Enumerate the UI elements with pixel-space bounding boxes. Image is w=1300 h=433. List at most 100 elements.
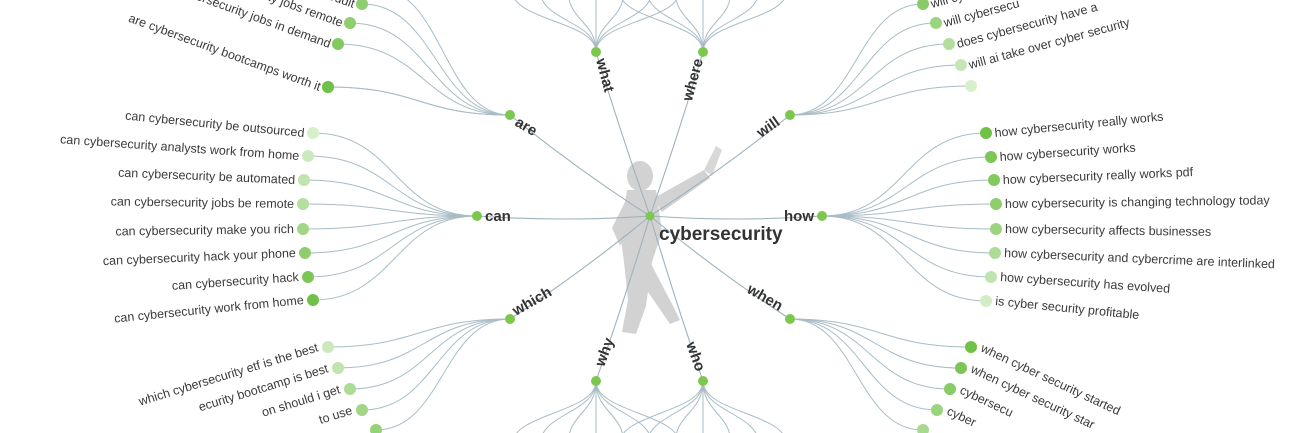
fan-link-why [516, 380, 597, 433]
leaf-label[interactable]: can cybersecurity jobs be remote [111, 194, 295, 211]
leaf-node[interactable] [965, 80, 977, 92]
fan-link-where [702, 0, 784, 53]
leaf-link [789, 318, 938, 411]
branch-node-are[interactable] [505, 110, 515, 120]
leaf-node[interactable] [980, 127, 992, 139]
fan-link-what [541, 0, 597, 53]
leaf-node[interactable] [332, 38, 344, 50]
branch-node-why[interactable] [591, 376, 601, 386]
branch-label-will: will [753, 113, 783, 141]
leaf-link [303, 179, 478, 217]
leaf-node[interactable] [302, 271, 314, 283]
leaf-node[interactable] [297, 223, 309, 235]
leaf-link [789, 43, 950, 116]
branch-node-when[interactable] [785, 314, 795, 324]
leaf-node[interactable] [990, 198, 1002, 210]
leaf-node[interactable] [307, 127, 319, 139]
branch-label-when: when [743, 280, 786, 314]
leaf-node[interactable] [322, 81, 334, 93]
leaf-node[interactable] [985, 271, 997, 283]
branch-node-who[interactable] [698, 376, 708, 386]
leaf-label[interactable]: can cybersecurity hack [171, 270, 300, 293]
branch-node-what[interactable] [591, 47, 601, 57]
leaf-label[interactable]: can cybersecurity be outsourced [125, 108, 306, 139]
leaf-link [361, 318, 511, 411]
leaf-node[interactable] [955, 362, 967, 374]
leaf-link [789, 85, 972, 116]
leaf-label[interactable]: is cyber security profitable [995, 294, 1140, 322]
leaf-node[interactable] [298, 174, 310, 186]
leaf-node[interactable] [955, 59, 967, 71]
fan-link-who [702, 380, 757, 433]
leaf-link [361, 3, 511, 116]
leaf-label[interactable]: how cybersecurity really works [994, 110, 1164, 140]
leaf-label[interactable]: can cybersecurity make you rich [115, 222, 294, 238]
fan-link-where [675, 0, 704, 53]
leaf-link [302, 203, 478, 217]
leaf-node[interactable] [985, 151, 997, 163]
fan-link-who [649, 380, 704, 433]
leaf-node[interactable] [322, 341, 334, 353]
leaf-node[interactable] [931, 404, 943, 416]
leaf-link [789, 318, 924, 431]
leaf-link [789, 318, 962, 369]
branch-node-will[interactable] [785, 110, 795, 120]
fan-link-why [595, 380, 623, 433]
leaf-node[interactable] [943, 38, 955, 50]
leaf-node[interactable] [989, 247, 1001, 259]
leaf-link [327, 86, 511, 116]
branch-node-where[interactable] [698, 47, 708, 57]
leaf-node[interactable] [344, 17, 356, 29]
trunk-link-what [595, 51, 651, 217]
leaf-node[interactable] [917, 424, 929, 433]
leaf-label[interactable]: cyber [945, 404, 979, 430]
leaf-node[interactable] [988, 174, 1000, 186]
leaf-link [821, 215, 996, 254]
fan-link-who [702, 380, 730, 433]
leaf-label[interactable]: how cybersecurity works [999, 141, 1136, 164]
leaf-label[interactable]: how cybersecurity and cybercrime are int… [1004, 246, 1275, 271]
leaf-label[interactable]: can cybersecurity hack your phone [103, 246, 297, 268]
branch-label-can: can [485, 208, 511, 225]
leaf-node[interactable] [302, 150, 314, 162]
fan-link-what [595, 0, 651, 53]
branch-label-where: where [679, 57, 707, 104]
leaf-label[interactable]: how cybersecurity is changing technology… [1005, 193, 1271, 211]
leaf-node[interactable] [370, 424, 382, 433]
leaf-node[interactable] [332, 362, 344, 374]
leaf-node[interactable] [344, 383, 356, 395]
leaf-link [375, 318, 511, 431]
leaf-label[interactable]: how cybersecurity has evolved [1000, 270, 1171, 296]
leaf-node[interactable] [990, 223, 1002, 235]
leaf-label[interactable]: to use [317, 403, 354, 426]
branch-node-how[interactable] [817, 211, 827, 221]
root-node-dot [645, 211, 655, 221]
branch-node-can[interactable] [472, 211, 482, 221]
leaf-label[interactable]: how cybersecurity affects businesses [1005, 222, 1211, 239]
leaf-node[interactable] [297, 198, 309, 210]
fan-link-why [595, 380, 676, 433]
trunk-link-when [649, 215, 791, 320]
leaf-node[interactable] [356, 404, 368, 416]
leaf-node[interactable] [917, 0, 929, 10]
leaf-label[interactable]: can cybersecurity analysts work from hom… [60, 132, 300, 163]
leaf-label[interactable]: can cybersecurity be automated [118, 166, 296, 187]
leaf-node[interactable] [930, 17, 942, 29]
leaf-node[interactable] [299, 247, 311, 259]
trunk-link-will [649, 114, 791, 217]
leaf-node[interactable] [980, 295, 992, 307]
trunk-link-where [649, 51, 704, 217]
leaf-node[interactable] [307, 294, 319, 306]
fan-link-who [702, 380, 783, 433]
fan-link-where [648, 0, 704, 53]
leaf-node[interactable] [944, 383, 956, 395]
leaf-node[interactable] [965, 341, 977, 353]
leaf-label[interactable]: can cybersecurity work from home [113, 293, 304, 326]
leaf-label[interactable]: how cybersecurity really works pdf [1003, 165, 1194, 187]
fan-link-why [595, 380, 650, 433]
leaf-label[interactable]: will cy [928, 0, 966, 11]
leaf-node[interactable] [356, 0, 368, 10]
branch-node-which[interactable] [505, 314, 515, 324]
fan-link-who [623, 380, 704, 433]
